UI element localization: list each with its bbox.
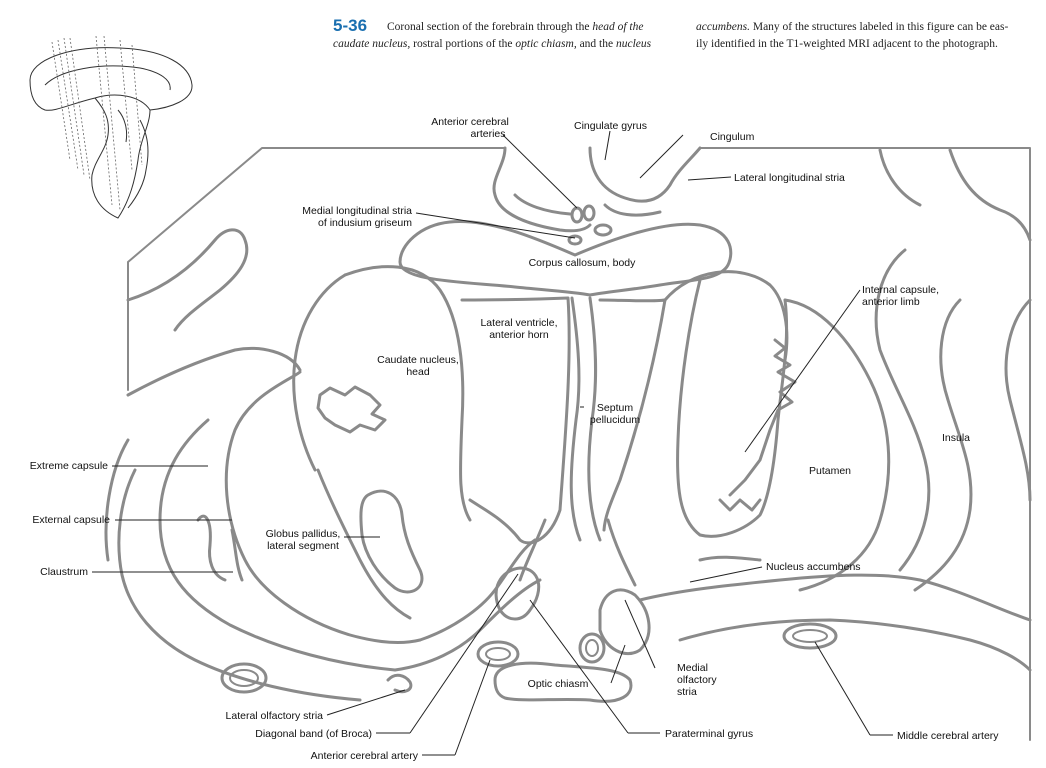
structure-labels: Anterior cerebral arteries Cingulate gyr…: [30, 116, 999, 762]
anterior-cerebral-artery-section-left: [570, 206, 584, 224]
label-medial-longitudinal-stria-1: Medial longitudinal stria: [302, 205, 412, 217]
label-septum-1: Septum: [597, 402, 633, 414]
label-internal-capsule-2: anterior limb: [862, 296, 920, 308]
label-medial-olfactory-3: stria: [677, 686, 697, 698]
label-medial-longitudinal-stria-2: of indusium griseum: [318, 217, 412, 229]
label-lateral-ventricle-1: Lateral ventricle,: [480, 317, 557, 329]
septum-pellucidum: [569, 296, 602, 542]
lateral-olfactory-stria-shape: [386, 673, 413, 694]
cortex-top-left: [126, 228, 249, 332]
label-medial-olfactory-2: olfactory: [677, 674, 717, 686]
label-medial-olfactory-1: Medial: [677, 662, 708, 674]
left-claustrum: [196, 514, 227, 582]
label-extreme-capsule: Extreme capsule: [30, 460, 108, 472]
right-internal-capsule: [676, 278, 789, 538]
label-septum-2: pellucidum: [590, 414, 640, 426]
label-putamen: Putamen: [809, 465, 851, 477]
right-caudate: [663, 270, 789, 362]
anterior-cerebral-artery-section-right: [582, 204, 596, 222]
right-insula-cortex: [874, 248, 931, 572]
optic-chiasm: [493, 661, 633, 703]
label-claustrum: Claustrum: [40, 566, 88, 578]
label-middle-cerebral-artery: Middle cerebral artery: [897, 730, 999, 742]
paraterminal-gyrus-left: [494, 566, 541, 621]
caption-line-2: caudate nucleus, rostral portions of the…: [333, 38, 652, 50]
right-lower-gyrus: [638, 573, 1032, 622]
label-diagonal-band: Diagonal band (of Broca): [255, 728, 372, 740]
left-globus-pallidus: [359, 489, 424, 594]
section-drawing: [104, 146, 1032, 741]
optic-ring-small: [578, 632, 606, 664]
label-nucleus-accumbens: Nucleus accumbens: [766, 561, 861, 573]
section-frame: [127, 147, 1031, 741]
middle-cerebral-artery-ring: [782, 622, 838, 650]
label-external-capsule: External capsule: [32, 514, 110, 526]
label-caudate-2: head: [406, 366, 430, 378]
left-lateral-cortex: [224, 370, 422, 644]
label-globus-2: lateral segment: [267, 540, 339, 552]
left-middle-cerebral-artery-ring: [220, 662, 268, 694]
label-optic-chiasm: Optic chiasm: [528, 678, 589, 690]
cingulate-gyrus: [492, 146, 592, 233]
left-lateral-ventricle: [460, 296, 571, 545]
label-internal-capsule-1: Internal capsule,: [862, 284, 939, 296]
label-cingulate-gyrus: Cingulate gyrus: [574, 120, 647, 132]
label-lateral-longitudinal-stria: Lateral longitudinal stria: [734, 172, 845, 184]
caption-line-1: Coronal section of the forebrain through…: [387, 21, 643, 33]
anterior-cerebral-artery-ring: [476, 640, 520, 668]
right-putamen: [783, 298, 891, 592]
label-globus-1: Globus pallidus,: [266, 528, 341, 540]
label-anterior-cerebral-arteries-1: Anterior cerebral: [431, 116, 509, 128]
label-cingulum: Cingulum: [710, 131, 755, 143]
left-internal-capsule-bridges: [316, 385, 387, 434]
paraterminal-gyrus-right: [598, 588, 651, 656]
orientation-inset: [29, 35, 193, 219]
leader-lines: [92, 130, 893, 756]
figure-caption: 5-36 Coronal section of the forebrain th…: [333, 16, 1008, 50]
label-caudate-1: Caudate nucleus,: [377, 354, 459, 366]
caption-col2-line-1: accumbens. Many of the structures labele…: [696, 21, 1008, 33]
label-lateral-ventricle-2: anterior horn: [489, 329, 549, 341]
left-caudate-head: [343, 265, 472, 522]
corpus-callosum: [398, 220, 733, 297]
label-anterior-cerebral-arteries-2: arteries: [470, 128, 505, 140]
caption-number: 5-36: [333, 16, 367, 35]
label-insula: Insula: [942, 432, 970, 444]
label-anterior-cerebral-artery: Anterior cerebral artery: [311, 750, 419, 762]
label-paraterminal-gyrus: Paraterminal gyrus: [665, 728, 753, 740]
label-lateral-olfactory-stria: Lateral olfactory stria: [226, 710, 324, 722]
caption-col2-line-2: ily identified in the T1-weighted MRI ad…: [696, 38, 998, 50]
label-corpus-callosum: Corpus callosum, body: [529, 257, 637, 269]
